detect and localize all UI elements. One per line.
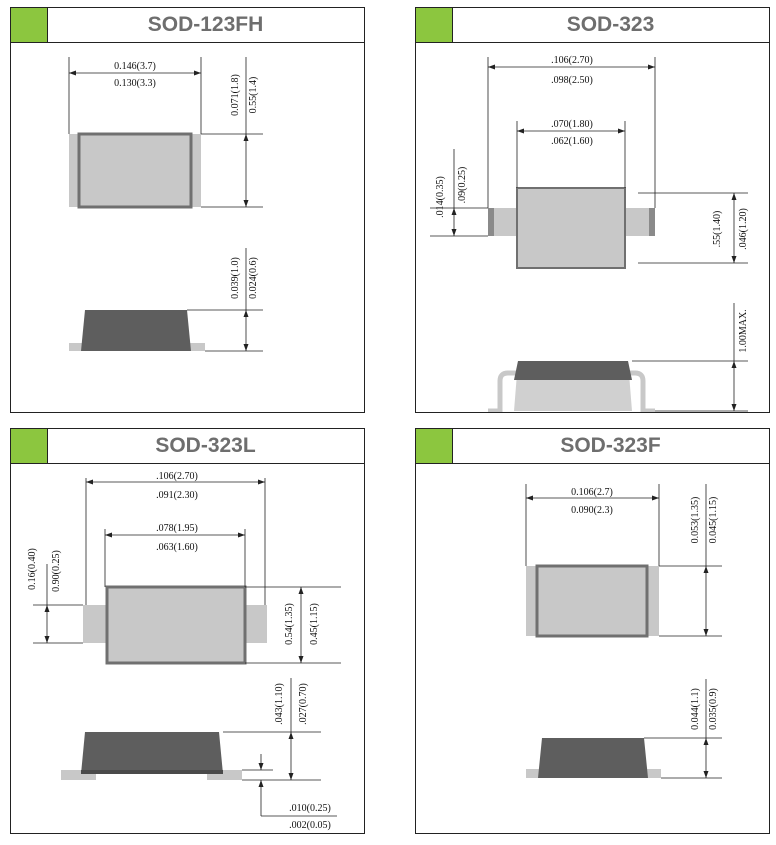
dim-overall-max: .106(2.70) xyxy=(551,55,593,66)
lead-right-side xyxy=(207,770,242,780)
lead-left xyxy=(83,605,107,643)
dim-width-min: 0.130(3.3) xyxy=(114,78,156,89)
package-drawing: .106(2.70) .091(2.30) .078(1.95) .063(1.… xyxy=(27,471,341,831)
dim-lead-min: 0.90(0.25) xyxy=(51,550,62,592)
dim-standoff-max: .010(0.25) xyxy=(289,803,331,814)
dim-lead-max: 0.16(0.40) xyxy=(27,548,38,590)
body-side-view xyxy=(81,732,223,774)
lead-right-side xyxy=(625,370,655,412)
panel-sod-123fh: SOD-123FH 0.146(3.7) 0.130(3.3) 0.071(1.… xyxy=(10,7,365,413)
dim-thick-max: 1.00MAX. xyxy=(738,309,749,352)
accent-square xyxy=(11,8,48,42)
dim-thick-min: 0.035(0.9) xyxy=(708,688,719,730)
lead-right xyxy=(245,605,267,643)
dim-thick-min: .027(0.70) xyxy=(298,683,309,725)
package-drawing: 0.146(3.7) 0.130(3.3) 0.071(1.8) 0.55(1.… xyxy=(68,57,263,352)
dim-body-min: .062(1.60) xyxy=(551,136,593,147)
panel-header: SOD-323L xyxy=(11,429,364,464)
dim-width-max: 0.106(2.7) xyxy=(571,487,613,498)
panel-title: SOD-323F xyxy=(560,434,661,457)
panel-sod-323l: SOD-323L .106(2.70) .091(2.30) .078(1.95… xyxy=(10,428,365,834)
accent-square xyxy=(416,8,453,42)
dim-overall-min: .091(2.30) xyxy=(156,490,198,501)
dim-lead-max: .014(0.35) xyxy=(435,176,446,218)
lead-right xyxy=(647,566,659,636)
body-side-view xyxy=(81,310,191,351)
dim-body-max: .078(1.95) xyxy=(156,523,198,534)
body-top-view xyxy=(77,132,193,209)
lead-left xyxy=(69,134,79,207)
dim-height-min: .046(1.20) xyxy=(738,208,749,250)
panel-title: SOD-323 xyxy=(566,13,655,36)
dim-standoff-min: .002(0.05) xyxy=(289,820,331,831)
dim-height-min: 0.55(1.4) xyxy=(248,77,259,114)
dim-lead-min: .09(0.25) xyxy=(457,167,468,204)
lead-left-side xyxy=(69,343,91,351)
panel-sod-323f: SOD-323F 0.106(2.7) 0.090(2.3) 0.053(1.3… xyxy=(415,428,770,834)
lead-left-side xyxy=(526,769,548,778)
accent-square xyxy=(11,429,48,463)
dim-thick-max: 0.039(1.0) xyxy=(230,257,241,299)
dim-thick-min: 0.024(0.6) xyxy=(248,257,259,299)
lead-left xyxy=(526,566,537,636)
lead-right-side xyxy=(640,769,661,778)
panel-header: SOD-323F xyxy=(416,429,769,464)
dim-overall-min: .098(2.50) xyxy=(551,75,593,86)
dim-height-max: 0.053(1.35) xyxy=(690,497,701,544)
panel-title: SOD-123FH xyxy=(147,13,264,36)
accent-square xyxy=(416,429,453,463)
panel-header: SOD-323 xyxy=(416,8,769,43)
dim-overall-max: .106(2.70) xyxy=(156,471,198,482)
dim-body-max: .070(1.80) xyxy=(551,119,593,130)
dim-thick-max: 0.044(1.1) xyxy=(690,688,701,730)
body-top-view xyxy=(105,585,247,665)
dim-height-max: .55(1.40) xyxy=(712,211,723,248)
dim-width-min: 0.090(2.3) xyxy=(571,505,613,516)
package-drawing: .106(2.70) .098(2.50) .070(1.80) .062(1.… xyxy=(430,55,749,412)
lead-left-side xyxy=(61,770,96,780)
panel-sod-323: SOD-323 .106(2.70) .098(2.50) .070(1.80)… xyxy=(415,7,770,413)
body-side-view xyxy=(538,738,648,778)
body-top-view xyxy=(535,564,649,638)
body-side-view xyxy=(514,361,632,380)
lead-right xyxy=(191,134,201,207)
dim-body-min: .063(1.60) xyxy=(156,542,198,553)
package-drawing: 0.106(2.7) 0.090(2.3) 0.053(1.35) 0.045(… xyxy=(525,484,722,779)
dim-height-max: 0.54(1.35) xyxy=(284,603,295,645)
lead-right-side xyxy=(183,343,205,351)
dim-height-min: 0.045(1.15) xyxy=(708,497,719,544)
panel-title: SOD-323L xyxy=(155,434,256,457)
dim-height-min: 0.45(1.15) xyxy=(309,603,320,645)
dim-width-max: 0.146(3.7) xyxy=(114,61,156,72)
dim-height-max: 0.071(1.8) xyxy=(230,74,241,116)
lead-left-side xyxy=(488,370,518,412)
panel-header: SOD-123FH xyxy=(11,8,364,43)
dim-thick-max: .043(1.10) xyxy=(274,683,285,725)
body-top-view xyxy=(516,187,626,269)
